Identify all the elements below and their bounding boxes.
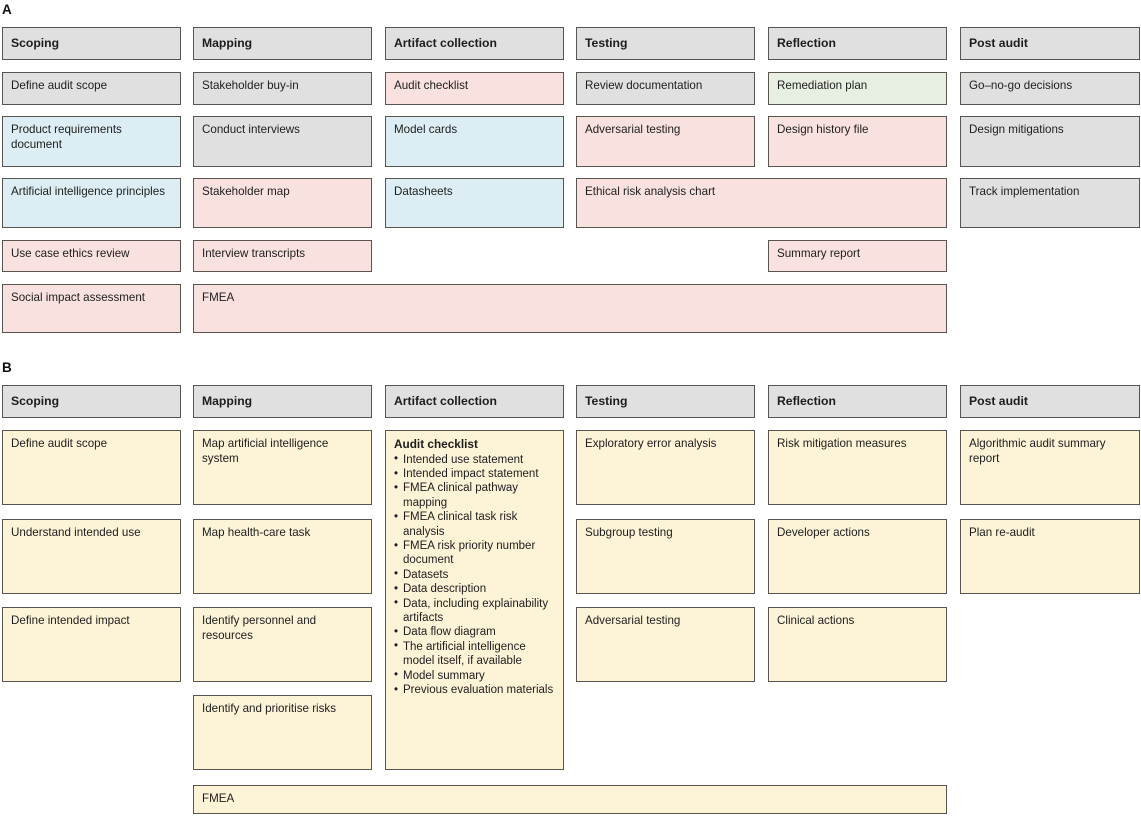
- audit-checklist-item: Intended use statement: [394, 452, 555, 467]
- panel-a-column-header-testing: Testing: [576, 27, 755, 60]
- panel-a-card-summary-report: Summary report: [768, 240, 947, 272]
- audit-checklist-item: Data flow diagram: [394, 625, 555, 640]
- panel-a-card-design-history-file: Design history file: [768, 116, 947, 167]
- panel-b-column-header-mapping: Mapping: [193, 385, 372, 418]
- panel-a-card-design-mitigations: Design mitigations: [960, 116, 1140, 167]
- audit-checklist-item: The artificial intelligence model itself…: [394, 639, 555, 669]
- panel-a-card-fmea: FMEA: [193, 284, 947, 333]
- column-header-label: Reflection: [777, 394, 836, 409]
- panel-b-card-define-audit-scope: Define audit scope: [2, 430, 181, 505]
- panel-a-card-go-no-go-decisions: Go–no-go decisions: [960, 72, 1140, 105]
- panel-a-card-social-impact-assessment: Social impact assessment: [2, 284, 181, 333]
- panel-b-column-header-post-audit: Post audit: [960, 385, 1140, 418]
- panel-b-card-clinical-actions: Clinical actions: [768, 607, 947, 682]
- panel-a-card-product-requirements-document: Product requirements document: [2, 116, 181, 167]
- audit-checklist-item: Intended impact statement: [394, 466, 555, 481]
- panel-a-column-header-post-audit: Post audit: [960, 27, 1140, 60]
- panel-a-letter: A: [2, 2, 12, 17]
- panel-a-column-header-artifact-collection: Artifact collection: [385, 27, 564, 60]
- panel-a-column-header-scoping: Scoping: [2, 27, 181, 60]
- panel-b-card-developer-actions: Developer actions: [768, 519, 947, 594]
- panel-a-card-stakeholder-buy-in: Stakeholder buy-in: [193, 72, 372, 105]
- panel-a-card-artificial-intelligence-principles: Artificial intelligence principles: [2, 178, 181, 228]
- panel-a-card-remediation-plan: Remediation plan: [768, 72, 947, 105]
- panel-a-card-use-case-ethics-review: Use case ethics review: [2, 240, 181, 272]
- audit-checklist-item: Datasets: [394, 567, 555, 582]
- panel-a-card-adversarial-testing: Adversarial testing: [576, 116, 755, 167]
- panel-a-card-interview-transcripts: Interview transcripts: [193, 240, 372, 272]
- column-header-label: Post audit: [969, 36, 1028, 51]
- panel-a-card-define-audit-scope: Define audit scope: [2, 72, 181, 105]
- panel-b-card-identify-and-prioritise-risks: Identify and prioritise risks: [193, 695, 372, 770]
- panel-b-card-fmea: FMEA: [193, 785, 947, 814]
- audit-checklist-item: Previous evaluation materials: [394, 683, 555, 698]
- panel-b-card-define-intended-impact: Define intended impact: [2, 607, 181, 682]
- panel-a-card-track-implementation: Track implementation: [960, 178, 1140, 228]
- column-header-label: Testing: [585, 394, 628, 409]
- panel-b-card-audit-checklist: Audit checklist Intended use statement I…: [385, 430, 564, 770]
- panel-a-card-ethical-risk-analysis-chart: Ethical risk analysis chart: [576, 178, 947, 228]
- panel-b-card-exploratory-error-analysis: Exploratory error analysis: [576, 430, 755, 505]
- panel-a-card-model-cards: Model cards: [385, 116, 564, 167]
- column-header-label: Post audit: [969, 394, 1028, 409]
- audit-checklist-item: FMEA clinical task risk analysis: [394, 510, 555, 539]
- panel-b-letter: B: [2, 360, 12, 375]
- audit-checklist-item: FMEA risk priority number document: [394, 539, 555, 568]
- audit-checklist-item: Data description: [394, 582, 555, 597]
- audit-checklist-title: Audit checklist: [394, 437, 478, 451]
- column-header-label: Scoping: [11, 394, 60, 409]
- panel-a-card-stakeholder-map: Stakeholder map: [193, 178, 372, 228]
- panel-b-card-map-health-care-task: Map health-care task: [193, 519, 372, 594]
- column-header-label: Scoping: [11, 36, 60, 51]
- panel-b-column-header-testing: Testing: [576, 385, 755, 418]
- audit-checklist-list: Intended use statement Intended impact s…: [394, 452, 555, 698]
- panel-a-column-header-mapping: Mapping: [193, 27, 372, 60]
- panel-b-card-understand-intended-use: Understand intended use: [2, 519, 181, 594]
- column-header-label: Testing: [585, 36, 628, 51]
- panel-b-card-plan-re-audit: Plan re-audit: [960, 519, 1140, 594]
- panel-a-card-conduct-interviews: Conduct interviews: [193, 116, 372, 167]
- column-header-label: Artifact collection: [394, 36, 497, 51]
- panel-a-card-datasheets: Datasheets: [385, 178, 564, 228]
- audit-checklist-item: FMEA clinical pathway mapping: [394, 481, 555, 510]
- audit-checklist-item: Data, including explainability artifacts: [394, 596, 555, 626]
- panel-b-column-header-artifact-collection: Artifact collection: [385, 385, 564, 418]
- panel-b-card-risk-mitigation-measures: Risk mitigation measures: [768, 430, 947, 505]
- column-header-label: Mapping: [202, 394, 253, 409]
- panel-b-column-header-scoping: Scoping: [2, 385, 181, 418]
- audit-checklist-item: Model summary: [394, 668, 555, 683]
- panel-b-card-map-artificial-intelligence-system: Map artificial intelligence system: [193, 430, 372, 505]
- column-header-label: Reflection: [777, 36, 836, 51]
- column-header-label: Mapping: [202, 36, 253, 51]
- panel-b-card-identify-personnel-and-resources: Identify personnel and resources: [193, 607, 372, 682]
- panel-a-card-review-documentation: Review documentation: [576, 72, 755, 105]
- panel-b-column-header-reflection: Reflection: [768, 385, 947, 418]
- panel-b-card-adversarial-testing: Adversarial testing: [576, 607, 755, 682]
- panel-a-card-audit-checklist: Audit checklist: [385, 72, 564, 105]
- panel-a-column-header-reflection: Reflection: [768, 27, 947, 60]
- panel-b-card-subgroup-testing: Subgroup testing: [576, 519, 755, 594]
- column-header-label: Artifact collection: [394, 394, 497, 409]
- panel-b-card-algorithmic-audit-summary-report: Algorithmic audit summary report: [960, 430, 1140, 505]
